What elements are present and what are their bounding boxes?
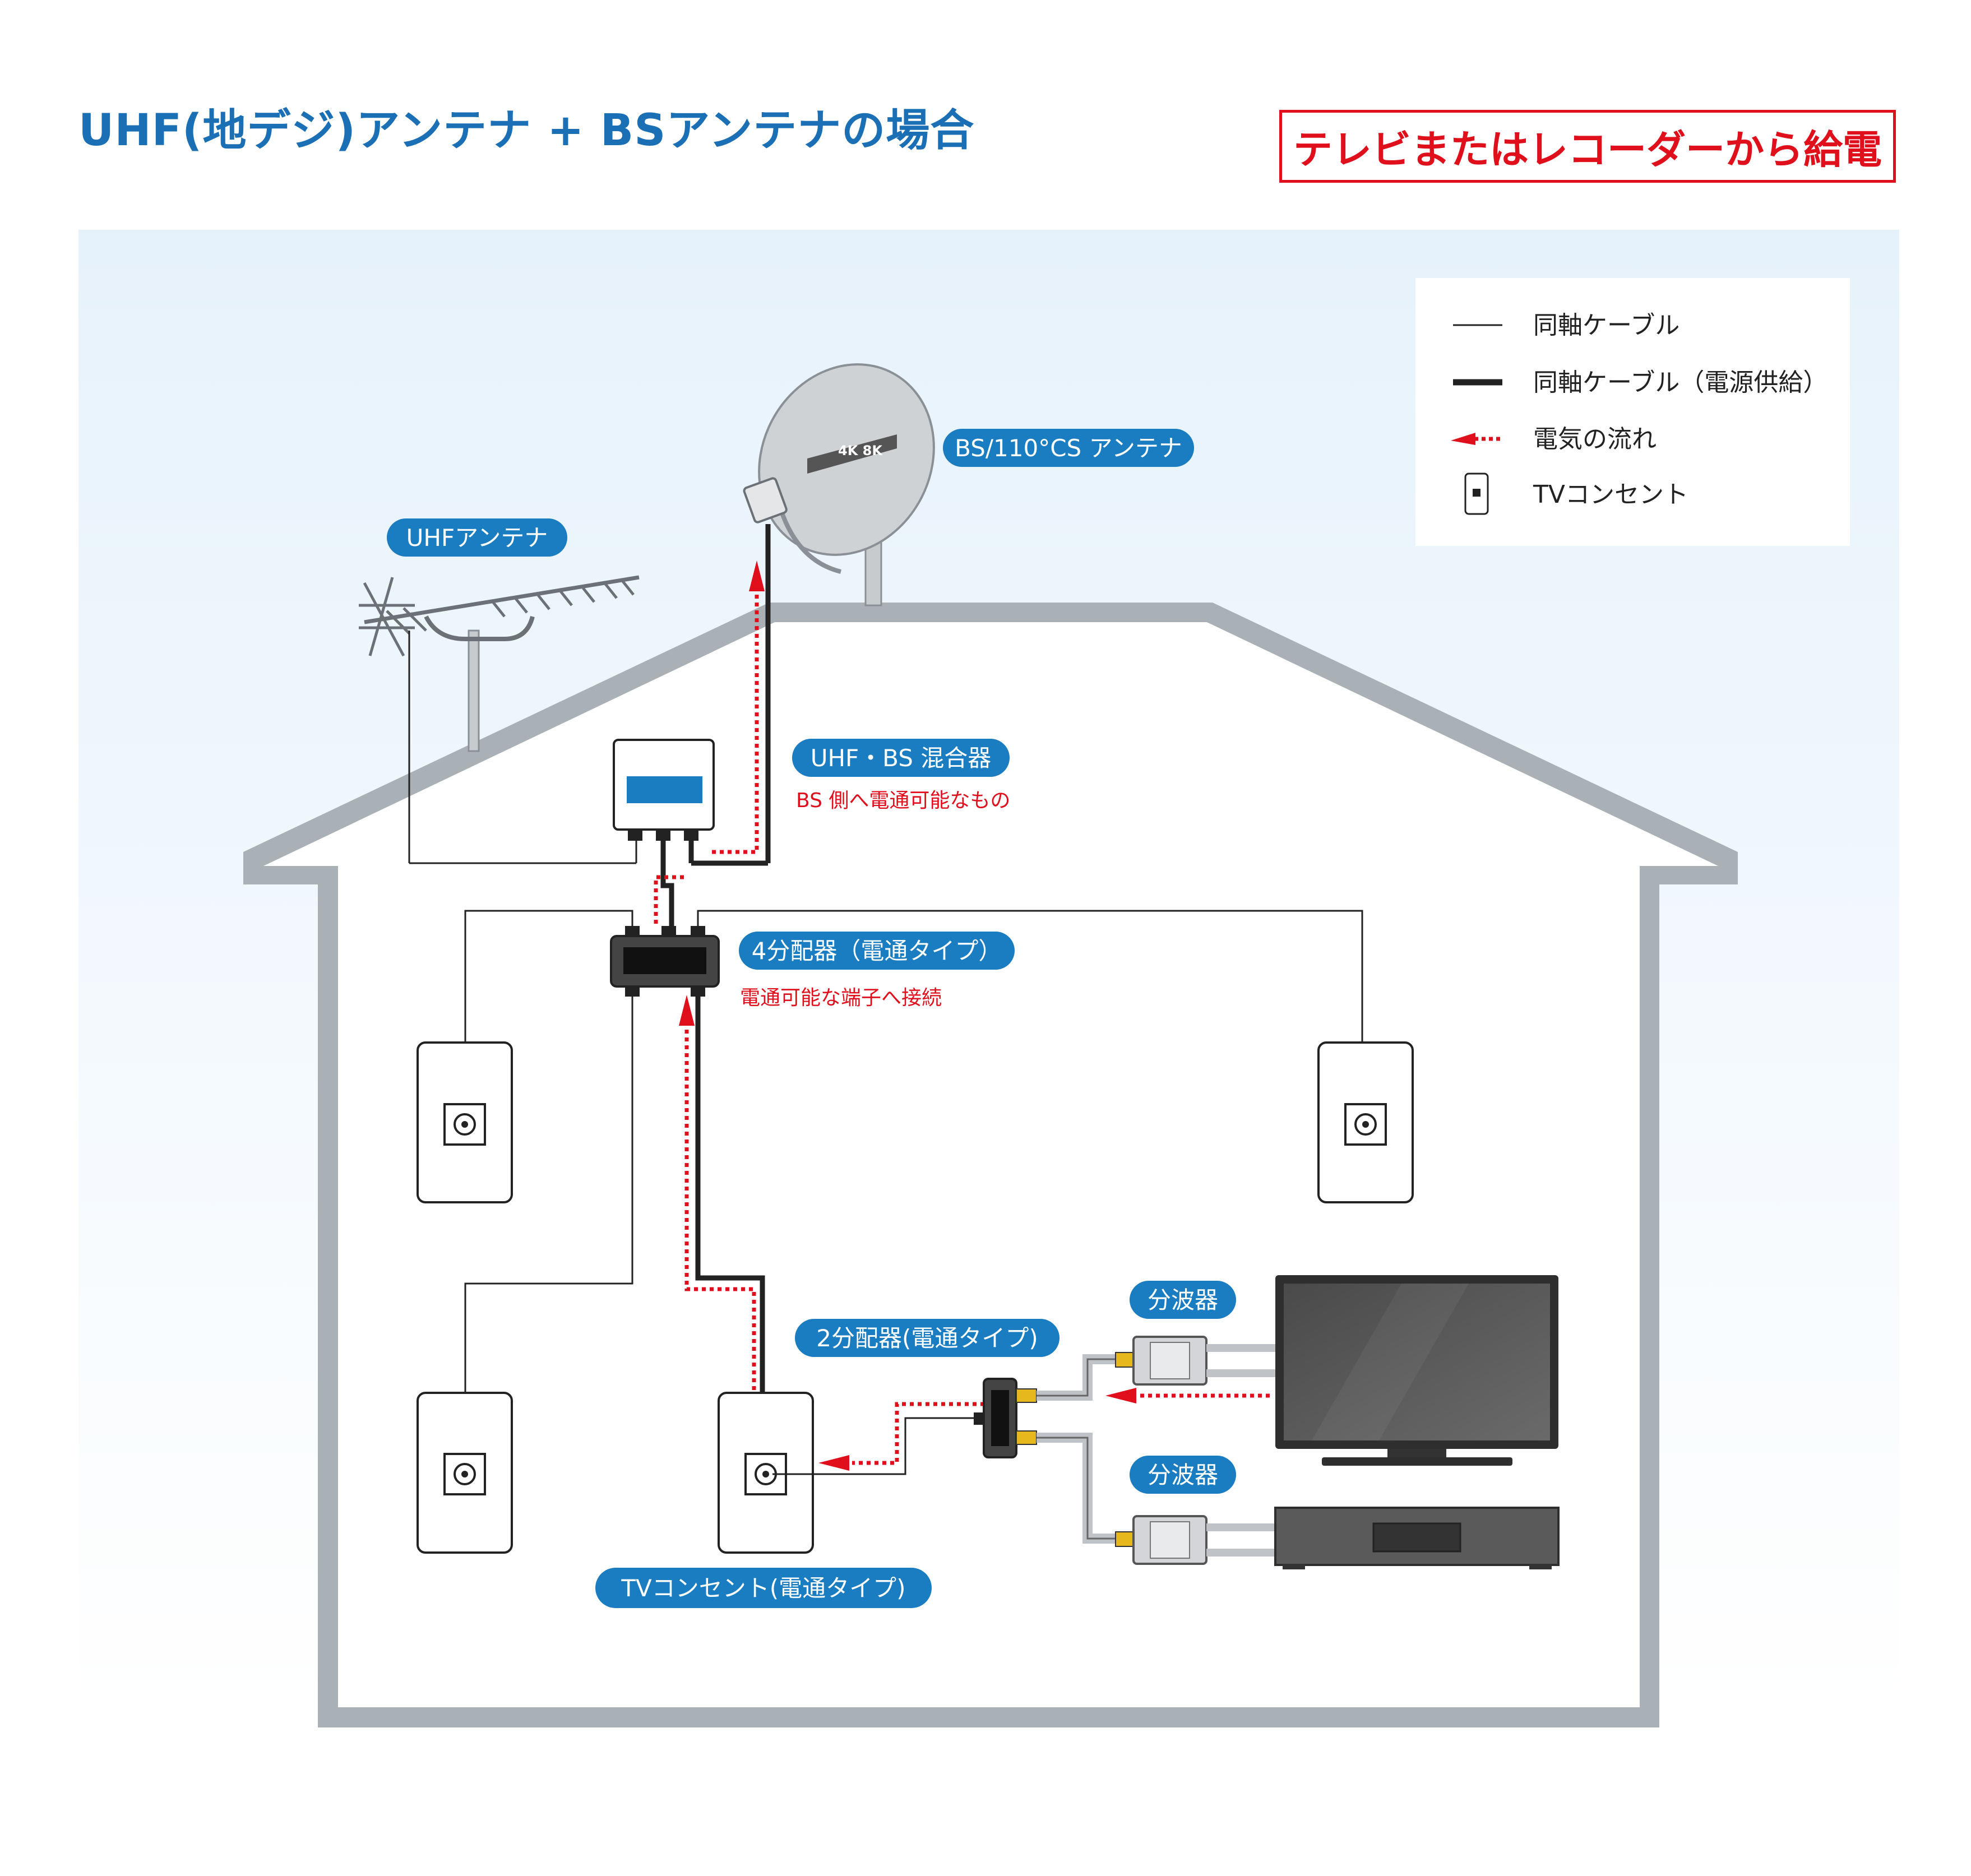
uhf-bs-mixer — [613, 739, 715, 841]
tv-neck — [1387, 1449, 1446, 1459]
splitter-2way — [974, 1378, 1037, 1458]
label-uhf-antenna: UHFアンテナ — [387, 518, 567, 557]
power-flow-to-outlet-arrow — [818, 1455, 849, 1471]
splitter2-port-in — [974, 1412, 985, 1425]
label-bs-antenna: BS/110°CS アンテナ — [943, 429, 1194, 467]
mixer-port-uhf — [628, 830, 642, 841]
legend-outlet-jack — [1473, 489, 1480, 497]
power-flow-from-tv-arrow — [1105, 1388, 1136, 1403]
television — [1275, 1275, 1558, 1466]
power-flow-to-splitter4 — [684, 1017, 756, 1390]
label-outlet-passthrough: TVコンセント(電通タイプ) — [595, 1568, 932, 1608]
uhf-antenna — [359, 575, 640, 863]
label-separator-top-text: 分波器 — [1148, 1286, 1218, 1314]
outlet-to-splitter2-cable — [772, 1417, 975, 1475]
bs-mast — [864, 534, 882, 606]
uhf-reflector — [359, 577, 415, 657]
mixer-to-splitter4-cable — [660, 841, 674, 928]
splitter4-window — [623, 947, 706, 974]
power-source-badge: テレビまたはレコーダーから給電 — [1279, 110, 1896, 183]
label-separator-top: 分波器 — [1130, 1281, 1236, 1319]
tv-outlet-top-left — [417, 1041, 513, 1203]
cable-to-outlet-passthrough — [695, 997, 765, 1393]
label-separator-bottom: 分波器 — [1130, 1456, 1236, 1494]
label-mixer: UHF・BS 混合器 — [792, 739, 1010, 777]
splitter-4way — [610, 926, 720, 997]
mixer-note: BS 側へ電通可能なもの — [796, 789, 1010, 812]
label-bs-antenna-text: BS/110°CS アンテナ — [955, 434, 1182, 462]
cable-to-outlet-bottom-left — [464, 997, 633, 1393]
power-flow-to-bs-arrow — [749, 561, 765, 591]
tv-glare — [1312, 1284, 1469, 1440]
legend-coax-label: 同軸ケーブル — [1533, 311, 1679, 340]
legend-power-flow-arrow — [1451, 433, 1475, 445]
power-flow-to-outlet — [852, 1402, 992, 1465]
splitter4-note: 電通可能な端子へ接続 — [740, 986, 942, 1009]
bs-lnb — [743, 477, 788, 524]
uhf-dipole — [424, 615, 535, 641]
label-separator-bottom-text: 分波器 — [1148, 1461, 1218, 1489]
power-flow-to-mixer — [654, 875, 684, 925]
recorder-foot — [1283, 1564, 1305, 1569]
connector-gold — [1115, 1531, 1134, 1547]
label-splitter4: 4分配器（電通タイプ） — [739, 932, 1015, 970]
separator-bottom — [1132, 1515, 1275, 1565]
bs-dish-antenna: 4K 8K — [743, 363, 935, 606]
tv-outlet-passthrough — [718, 1392, 814, 1554]
page-title: UHF(地デジ)アンテナ + BSアンテナの場合 — [78, 105, 975, 156]
label-outlet-passthrough-text: TVコンセント(電通タイプ) — [621, 1574, 905, 1602]
mixer-port-bs — [684, 830, 698, 841]
legend-coax-power-label: 同軸ケーブル（電源供給） — [1533, 368, 1827, 397]
connector-gold — [1115, 1352, 1134, 1368]
splitter4-port — [625, 985, 640, 997]
separator-top — [1132, 1336, 1284, 1386]
splitter4-port — [691, 926, 705, 937]
cable-to-outlet-top-left — [464, 910, 633, 1043]
splitter2-port-out-top — [1016, 1388, 1037, 1403]
label-mixer-text: UHF・BS 混合器 — [811, 744, 992, 772]
label-splitter2: 2分配器(電通タイプ) — [795, 1319, 1059, 1357]
splitter2-window — [991, 1390, 1009, 1446]
mixer-window — [627, 776, 702, 803]
uhf-directors — [386, 580, 635, 634]
label-splitter4-text: 4分配器（電通タイプ） — [752, 937, 1002, 965]
dish-logo-band — [807, 434, 897, 474]
cable-to-outlet-top-right — [697, 910, 1363, 1043]
splitter2-to-separator-bottom-core — [1037, 1437, 1124, 1540]
power-flow-to-splitter4-arrow — [679, 995, 695, 1026]
legend-outlet-label: TVコンセント — [1533, 480, 1688, 509]
recorder — [1274, 1507, 1560, 1569]
splitter2-port-out-bottom — [1016, 1430, 1037, 1445]
legend: 同軸ケーブル 同軸ケーブル（電源供給） 電気の流れ TVコンセント — [1415, 278, 1850, 546]
tv-outlet-top-right — [1317, 1041, 1414, 1203]
label-uhf-antenna-text: UHFアンテナ — [406, 524, 548, 552]
mixer-port-out — [656, 830, 670, 841]
recorder-tray — [1372, 1522, 1461, 1553]
splitter4-port — [691, 985, 705, 997]
legend-power-flow-label: 電気の流れ — [1533, 425, 1657, 453]
uhf-mast — [468, 629, 480, 752]
tv-screen — [1284, 1284, 1550, 1440]
recorder-foot — [1529, 1564, 1552, 1569]
bs-lnb-arm — [777, 503, 841, 574]
splitter4-port — [625, 926, 640, 937]
tv-stand — [1322, 1457, 1512, 1466]
splitter2-to-separator-top-core — [1037, 1358, 1124, 1397]
label-splitter2-text: 2分配器(電通タイプ) — [816, 1324, 1038, 1352]
dish-logo-text: 4K 8K — [838, 443, 883, 458]
splitter4-port — [661, 926, 676, 937]
tv-outlet-bottom-left — [417, 1392, 513, 1554]
